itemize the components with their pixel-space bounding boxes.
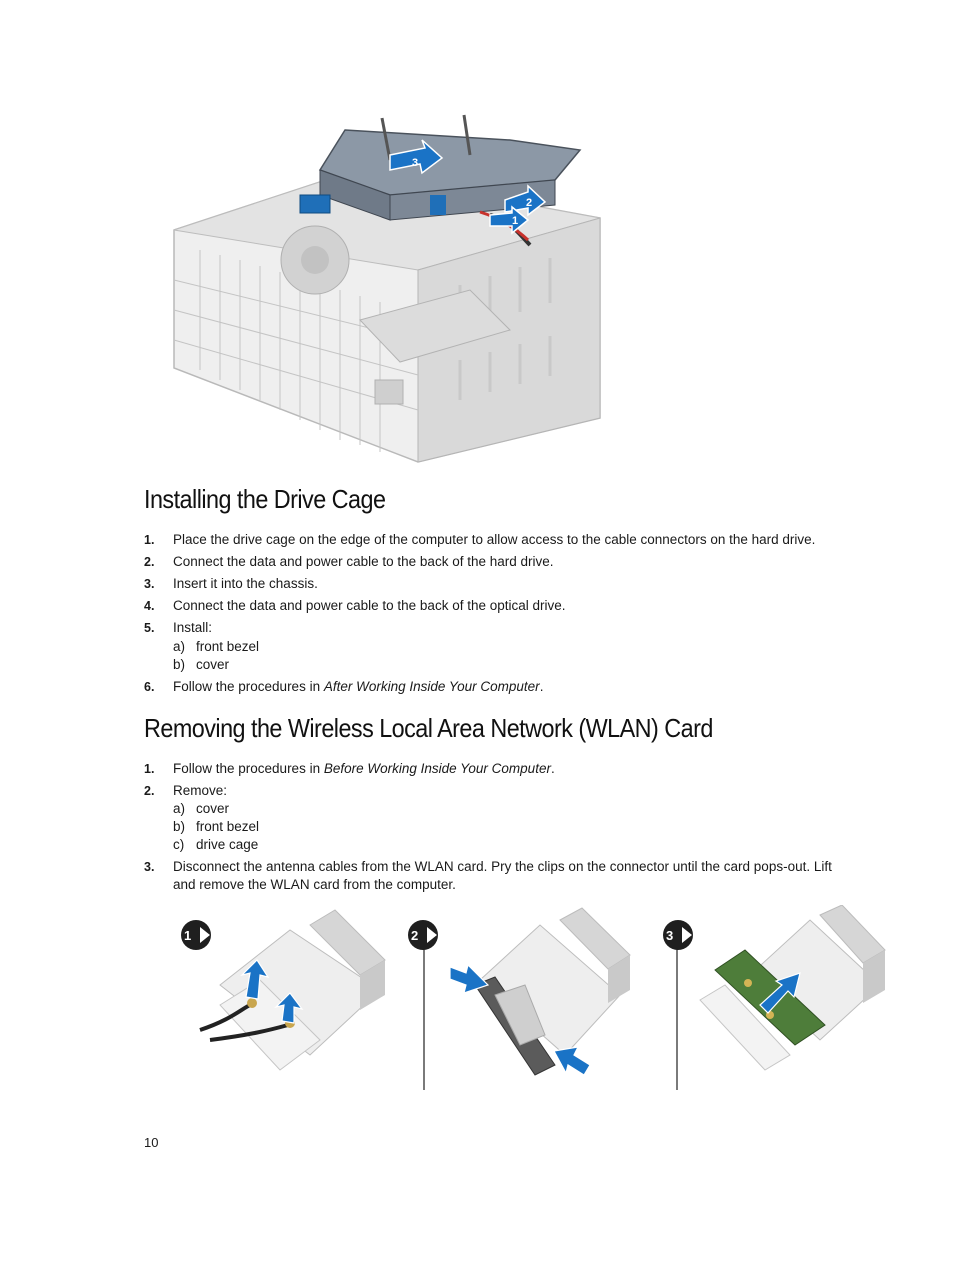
drive-cage-figure: 3 2 1 [160, 100, 620, 470]
wlan-card-illustration: 1 2 3 [181, 904, 886, 1090]
drive-cage-illustration: 3 2 1 [173, 114, 601, 463]
sub-list-item: a)cover [173, 801, 230, 816]
page-number: 10 [144, 1135, 159, 1150]
sub-list-item: b)front bezel [173, 819, 260, 834]
arrow-3 [389, 139, 444, 175]
panel-2: 2 [408, 907, 631, 1076]
callout-1: 1 [512, 215, 518, 227]
panel-badge-3: 3 [666, 928, 673, 943]
section-title-removing-wlan-card: Removing the Wireless Local Area Network… [144, 713, 713, 743]
section-title-installing-drive-cage: Installing the Drive Cage [144, 484, 386, 514]
panel-3: 3 [663, 904, 886, 1071]
sub-list-item: b)cover [173, 657, 230, 672]
panel-1: 1 [181, 909, 386, 1071]
wlan-card-figure: 1 2 3 [170, 904, 890, 1095]
procedure-link-text: After Working Inside Your Computer [323, 679, 540, 694]
panel-badge-2: 2 [411, 928, 418, 943]
sub-list-item: c)drive cage [173, 837, 259, 852]
arrow-2 [504, 184, 547, 217]
panel-badge-1: 1 [184, 928, 191, 943]
callout-2: 2 [526, 197, 532, 209]
callout-3: 3 [412, 157, 418, 169]
procedure-link-text: Before Working Inside Your Computer [323, 761, 551, 776]
sub-list-item: a)front bezel [173, 639, 260, 654]
arrow-1 [489, 205, 530, 235]
